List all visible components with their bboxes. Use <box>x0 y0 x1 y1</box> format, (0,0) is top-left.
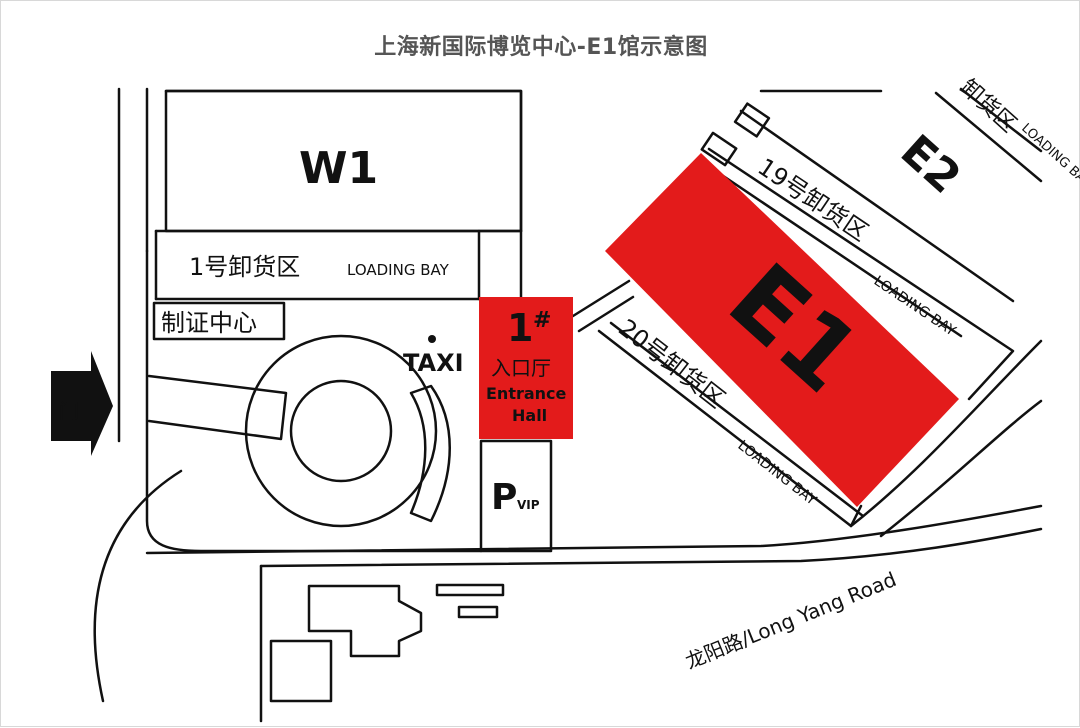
entrance-hall-box <box>479 297 573 439</box>
road-right-1 <box>849 339 1043 528</box>
taxi-label: TAXI <box>403 349 464 377</box>
bay19-gate-1 <box>700 131 738 167</box>
badge-center-box <box>152 301 286 341</box>
bay19-outline <box>707 147 1015 401</box>
hall-e1-highlight <box>605 153 959 507</box>
road-label: 龙阳路/Long Yang Road <box>682 567 900 674</box>
bay1-en-label: LOADING BAY <box>347 261 450 279</box>
gate-label: 门 <box>59 399 79 423</box>
road-right-2 <box>879 399 1043 538</box>
building-outline <box>307 584 423 658</box>
e2-bay-en-label: LOADING BAY <box>1018 121 1080 191</box>
hall-w1-label: W1 <box>299 143 378 194</box>
left-road-curve <box>93 469 183 703</box>
parking-vip-box <box>479 439 553 553</box>
w1-top-line <box>164 89 523 233</box>
bay19-inner <box>699 159 963 338</box>
entrance-cn-label: 入口厅 <box>491 356 551 380</box>
parking-vip-label: VIP <box>517 498 540 512</box>
hall-e2-label: E2 <box>891 125 970 203</box>
e2-bay-cn-label: 卸货区 <box>955 75 1021 138</box>
e2-bay-strip-2 <box>959 87 1043 153</box>
entrance-number: 1 <box>507 306 533 350</box>
ramp-left <box>147 374 288 441</box>
longyang-road-top <box>145 504 1043 555</box>
longyang-road-edge <box>259 527 1043 568</box>
e2-bay-strip <box>934 91 1043 183</box>
ramp-right <box>409 384 451 523</box>
corridor-upper <box>571 279 631 318</box>
building-2 <box>269 639 333 703</box>
bus-shelter-2 <box>457 605 499 619</box>
badge-center-label: 制证中心 <box>161 309 257 337</box>
entrance-en-line1: Entrance <box>486 384 567 403</box>
bay1-cn-label: 1号卸货区 <box>189 253 300 281</box>
roundabout-inner <box>289 379 393 483</box>
bay20-inner <box>609 321 865 518</box>
entrance-hash: # <box>533 308 551 333</box>
page-title: 上海新国际博览中心-E1馆示意图 <box>374 35 708 60</box>
bus-shelter-1 <box>435 583 505 597</box>
entrance-en-line2: Hall <box>512 406 547 425</box>
corridor-lower <box>577 295 635 333</box>
roundabout-outer <box>244 334 438 528</box>
parking-p-label: P <box>491 477 517 518</box>
taxi-dot-icon <box>428 335 436 343</box>
gate-arrow-icon <box>51 351 113 456</box>
e2-left-edge <box>739 109 1015 303</box>
site-boundary <box>145 249 483 553</box>
